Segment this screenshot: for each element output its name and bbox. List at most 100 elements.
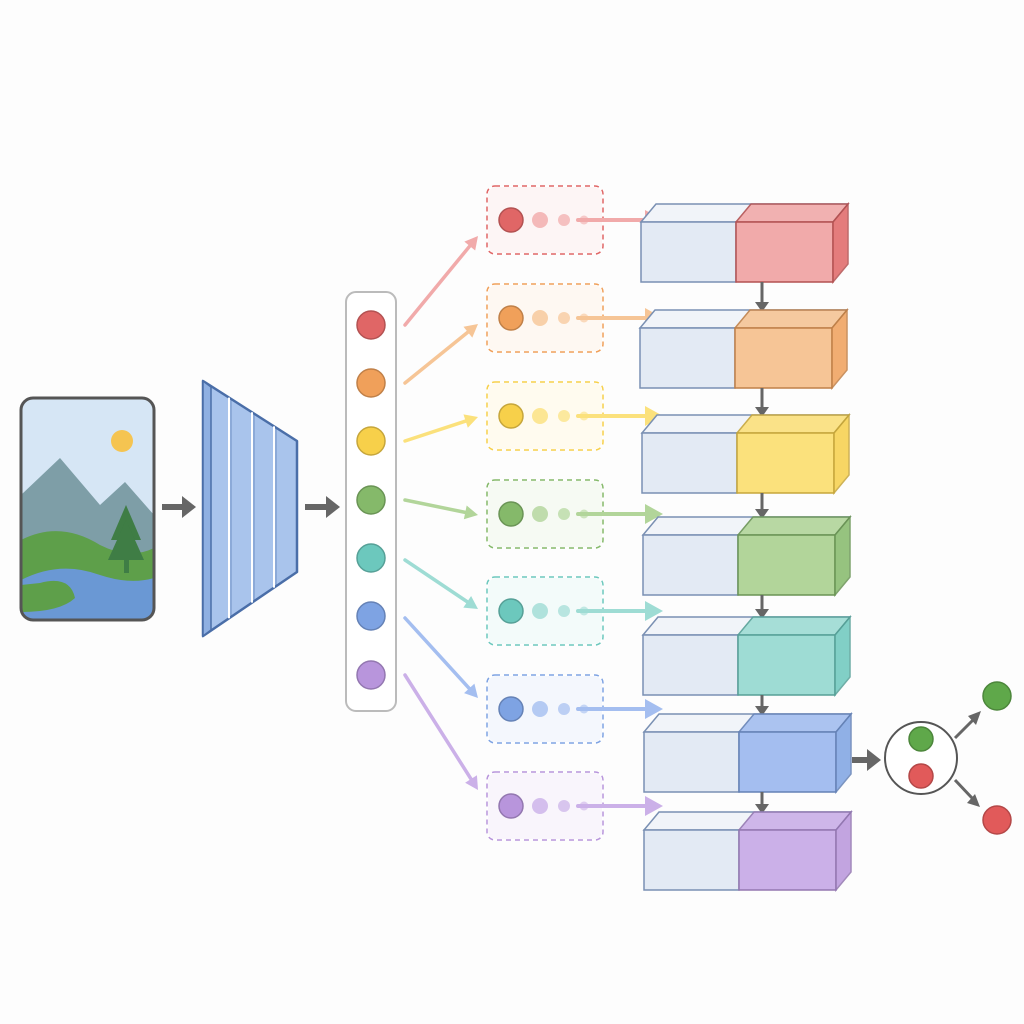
token-sequences — [486, 185, 663, 841]
token-orange — [356, 368, 386, 398]
block-front-colored — [738, 731, 837, 793]
block-side — [833, 412, 850, 496]
block-front-colored — [737, 534, 836, 596]
fan-arrow-yellow — [403, 419, 468, 443]
token-to-block-arrowhead — [645, 699, 663, 719]
token-dot-3 — [558, 312, 570, 324]
token-dot-2 — [532, 506, 548, 522]
block-front-neutral — [639, 327, 736, 389]
block-front-neutral — [640, 221, 737, 283]
block-down-arrowhead — [755, 509, 769, 519]
fan-arrow-head-red — [464, 236, 478, 251]
block-front-neutral — [642, 634, 739, 696]
token-box-yellow — [486, 381, 663, 451]
token-box-purple — [486, 771, 663, 841]
fan-arrow-green — [403, 498, 468, 515]
token-column — [345, 291, 397, 712]
fan-out-arrows — [403, 236, 478, 790]
token-dot-2 — [532, 408, 548, 424]
block-top-colored — [735, 414, 851, 434]
token-dot-3 — [558, 508, 570, 520]
fan-arrow-head-yellow — [463, 414, 478, 428]
block-down-arrowhead — [755, 302, 769, 312]
tree-trunk — [124, 555, 129, 573]
token-blue — [356, 601, 386, 631]
token-box-orange — [486, 283, 663, 353]
fan-arrow-head-teal — [463, 595, 478, 609]
block-side — [834, 514, 851, 598]
memory-block-green — [641, 514, 852, 619]
fan-arrow-head-purple — [465, 775, 478, 790]
token-to-block-arrowhead — [645, 601, 663, 621]
block-top-colored — [736, 516, 852, 536]
fan-arrow-head-orange — [463, 324, 478, 338]
block-down-arrowhead — [755, 804, 769, 814]
fan-arrow-teal — [403, 558, 469, 604]
token-red — [356, 310, 386, 340]
fan-arrow-purple — [403, 673, 473, 781]
image-frame — [19, 396, 156, 622]
result-red — [982, 805, 1012, 835]
token-dot-2 — [532, 212, 548, 228]
token-dot-main — [498, 598, 524, 624]
memory-block-red — [639, 201, 850, 312]
token-dot-main — [498, 403, 524, 429]
memory-block-orange — [638, 307, 849, 417]
landscape-image-icon — [21, 398, 154, 620]
token-purple — [356, 660, 386, 690]
encoder-trapezoid-icon — [201, 379, 299, 638]
token-to-block-arrowhead — [645, 504, 663, 524]
block-side — [832, 201, 849, 285]
output-inner-red — [908, 763, 934, 789]
memory-stack — [638, 201, 853, 893]
block-front-neutral — [643, 731, 740, 793]
token-dot-main — [498, 305, 524, 331]
token-green — [356, 485, 386, 515]
fan-arrow-red — [403, 244, 472, 327]
arrow-to-tokens — [305, 496, 340, 518]
block-side — [835, 711, 852, 795]
encoder-edge — [202, 379, 212, 638]
arrow-to-tokens-head — [326, 496, 340, 518]
fan-arrow-head-green — [463, 505, 478, 520]
shore-icon — [21, 580, 75, 612]
token-dot-3 — [558, 703, 570, 715]
token-dot-main — [498, 501, 524, 527]
token-dot-main — [498, 696, 524, 722]
token-dot-3 — [558, 410, 570, 422]
output-arrow-down — [953, 778, 974, 800]
output-inner-green — [908, 726, 934, 752]
block-front-colored — [736, 432, 835, 494]
output-arrow-down-head — [967, 794, 980, 807]
block-front-colored — [735, 221, 834, 283]
output-arrow-up-head — [968, 711, 981, 725]
encoder-block — [201, 379, 299, 638]
block-front-colored — [734, 327, 833, 389]
token-box-blue — [486, 674, 663, 744]
token-dot-2 — [532, 798, 548, 814]
sun-icon — [111, 430, 133, 452]
block-down-arrowhead — [755, 609, 769, 619]
block-side — [831, 307, 848, 391]
output-arrow-up — [953, 718, 975, 740]
token-dot-2 — [532, 603, 548, 619]
block-down-arrowhead — [755, 407, 769, 417]
arrow-to-encoder-head — [182, 496, 196, 518]
memory-block-blue — [642, 711, 853, 814]
block-side — [835, 809, 852, 893]
token-dot-3 — [558, 605, 570, 617]
token-dot-3 — [558, 214, 570, 226]
fan-arrow-head-blue — [464, 683, 478, 698]
token-to-block-arrowhead — [645, 406, 663, 426]
block-down-arrowhead — [755, 706, 769, 716]
block-top-colored — [737, 713, 853, 733]
tree-mid — [108, 520, 144, 560]
input-image — [19, 396, 156, 622]
block-top-colored — [736, 616, 852, 636]
output-decision — [852, 681, 1012, 835]
token-dot-main — [498, 207, 524, 233]
block-front-neutral — [642, 534, 739, 596]
memory-block-yellow — [640, 412, 851, 519]
